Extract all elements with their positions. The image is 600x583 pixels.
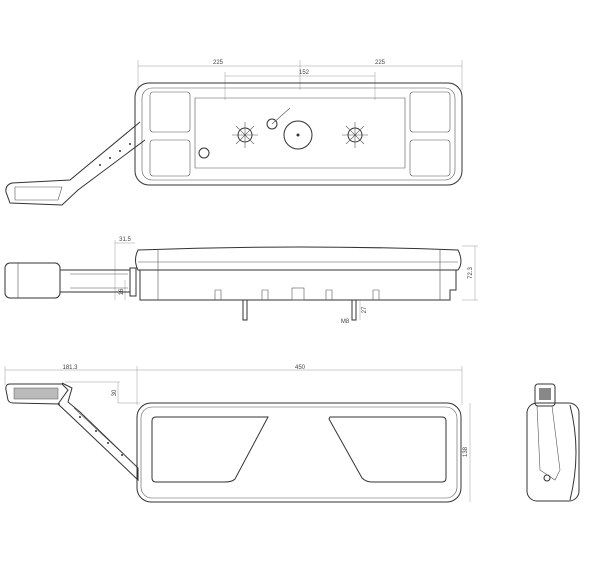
dim-width: 450 xyxy=(295,365,306,371)
dim-thread: M8 xyxy=(341,319,350,325)
dim-top-right: 225 xyxy=(375,60,386,66)
front-view: 181.3 450 30 138 xyxy=(4,365,471,503)
dim-height: 72.3 xyxy=(468,267,474,279)
top-view: 225 152 225 xyxy=(5,60,463,206)
dim-arm-reach: 181.3 xyxy=(62,365,78,371)
dim-arm-offset: 31.5 xyxy=(119,237,131,243)
left-lens xyxy=(151,416,269,483)
dim-top-left: 225 xyxy=(213,60,224,66)
end-view xyxy=(526,383,580,502)
side-view: 31.5 16 72.3 27 M8 xyxy=(4,237,478,325)
dim-body-height: 138 xyxy=(463,446,469,457)
dim-top-center: 152 xyxy=(299,70,310,76)
dim-pin-length: 27 xyxy=(362,306,368,313)
dim-arm-rise: 30 xyxy=(112,389,118,396)
right-lens xyxy=(328,416,447,483)
